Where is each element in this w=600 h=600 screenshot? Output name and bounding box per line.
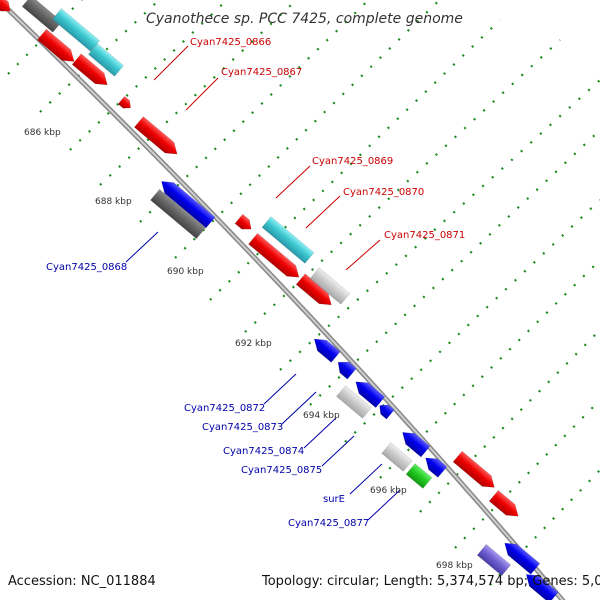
tick-row (419, 329, 600, 513)
tick-row (139, 0, 371, 223)
leader-line (321, 435, 355, 467)
tick-row (174, 0, 442, 259)
leader-line (345, 239, 381, 271)
gene-arrow[interactable] (351, 376, 386, 409)
leader-line (185, 77, 219, 111)
scale-ticks (7, 0, 600, 586)
leader-line (125, 231, 159, 263)
leader-line (153, 45, 189, 81)
gene-label-cyan7425-0877[interactable]: Cyan7425_0877 (288, 518, 369, 529)
gene-arrow[interactable] (21, 0, 63, 33)
scale-label: 698 kbp (436, 561, 473, 571)
gene-arrow[interactable] (117, 95, 134, 111)
gene-label-cyan7425-0870[interactable]: Cyan7425_0870 (343, 187, 424, 198)
gene-arrow[interactable] (405, 463, 433, 489)
gene-label-cyan7425-0875[interactable]: Cyan7425_0875 (241, 465, 322, 476)
gene-track (0, 0, 559, 600)
gene-arrow[interactable] (157, 176, 216, 229)
gene-arrow[interactable] (398, 427, 431, 458)
leader-line (305, 195, 341, 229)
scale-label: 688 kbp (95, 197, 132, 207)
scale-label: 692 kbp (235, 339, 272, 349)
gene-label-cyan7425-0873[interactable]: Cyan7425_0873 (202, 422, 283, 433)
gene-arrow[interactable] (488, 489, 523, 521)
gene-label-cyan7425-0867[interactable]: Cyan7425_0867 (221, 67, 302, 78)
gene-arrow[interactable] (421, 453, 448, 478)
gene-label-cyan7425-0869[interactable]: Cyan7425_0869 (312, 156, 393, 167)
gene-arrow[interactable] (336, 385, 372, 419)
genome-summary-text: Topology: circular; Length: 5,374,574 bp… (261, 574, 600, 589)
genome-backbone (0, 0, 566, 600)
gene-label-sure[interactable]: surE (323, 494, 345, 505)
gene-arrow[interactable] (500, 538, 541, 575)
gene-label-cyan7425-0868[interactable]: Cyan7425_0868 (46, 262, 127, 273)
gene-arrow[interactable] (150, 188, 206, 240)
gene-arrow[interactable] (522, 569, 559, 600)
gene-arrow[interactable] (309, 267, 351, 305)
gene-arrow[interactable] (234, 213, 255, 233)
gene-arrow[interactable] (261, 216, 315, 264)
tick-row (309, 129, 600, 406)
scale-labels: 686 kbp 688 kbp 690 kbp 692 kbp 694 kbp … (24, 128, 473, 571)
gene-arrow[interactable] (334, 357, 357, 380)
gene-arrow[interactable] (248, 232, 304, 282)
gene-arrow[interactable] (376, 401, 395, 420)
leader-line (263, 373, 297, 405)
gene-label-cyan7425-0871[interactable]: Cyan7425_0871 (384, 230, 465, 241)
tick-row (69, 0, 229, 151)
gene-arrow[interactable] (381, 442, 413, 472)
gene-arrow[interactable] (133, 116, 181, 160)
tick-row (244, 39, 561, 333)
gene-arrow[interactable] (88, 43, 124, 77)
gene-arrow[interactable] (71, 53, 112, 90)
gene-arrow[interactable] (51, 8, 101, 52)
scale-label: 694 kbp (303, 411, 340, 421)
scale-label: 686 kbp (24, 128, 61, 138)
page-title: Cyanothece sp. PCC 7425, complete genome (146, 11, 463, 27)
label-leaders (125, 45, 401, 521)
gene-label-cyan7425-0872[interactable]: Cyan7425_0872 (184, 403, 265, 414)
leader-line (275, 165, 311, 199)
gene-arrow[interactable] (36, 28, 78, 67)
tick-row (279, 79, 600, 371)
leader-line (303, 417, 337, 449)
gene-arrow[interactable] (452, 450, 499, 493)
gene-arrow[interactable] (476, 543, 512, 577)
leader-line (367, 489, 401, 521)
scale-label: 690 kbp (167, 267, 204, 277)
gene-label-cyan7425-0874[interactable]: Cyan7425_0874 (223, 446, 304, 457)
gene-label-cyan7425-0866[interactable]: Cyan7425_0866 (190, 37, 271, 48)
leader-line (349, 463, 383, 495)
accession-text: Accession: NC_011884 (8, 574, 156, 589)
scale-label: 696 kbp (370, 486, 407, 496)
gene-arrow[interactable] (0, 0, 14, 16)
gene-arrow[interactable] (310, 334, 341, 363)
leader-line (281, 391, 317, 425)
gene-labels: Cyan7425_0866 Cyan7425_0867 Cyan7425_086… (46, 37, 465, 529)
